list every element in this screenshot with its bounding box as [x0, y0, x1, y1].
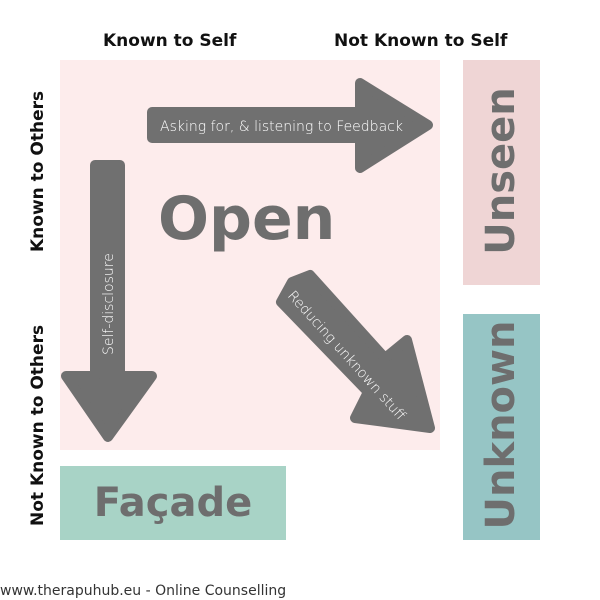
unknown-quadrant: Unknown [463, 314, 540, 540]
self-disclosure-arrow [61, 160, 157, 442]
feedback-arrow [147, 78, 433, 173]
facade-title: Façade [93, 480, 253, 526]
facade-quadrant: Façade [60, 466, 286, 540]
self-disclosure-label: Self-disclosure [101, 253, 117, 355]
feedback-label: Asking for, & listening to Feedback [160, 119, 403, 135]
open-title: Open [158, 184, 336, 254]
column-header-not-known-to-self: Not Known to Self [334, 31, 508, 51]
reducing-unknown-arrow [276, 270, 435, 433]
unseen-quadrant: Unseen [463, 60, 540, 285]
footer-credit: www.therapuhub.eu - Online Counselling [0, 583, 287, 599]
column-header-known-to-self: Known to Self [103, 31, 237, 51]
